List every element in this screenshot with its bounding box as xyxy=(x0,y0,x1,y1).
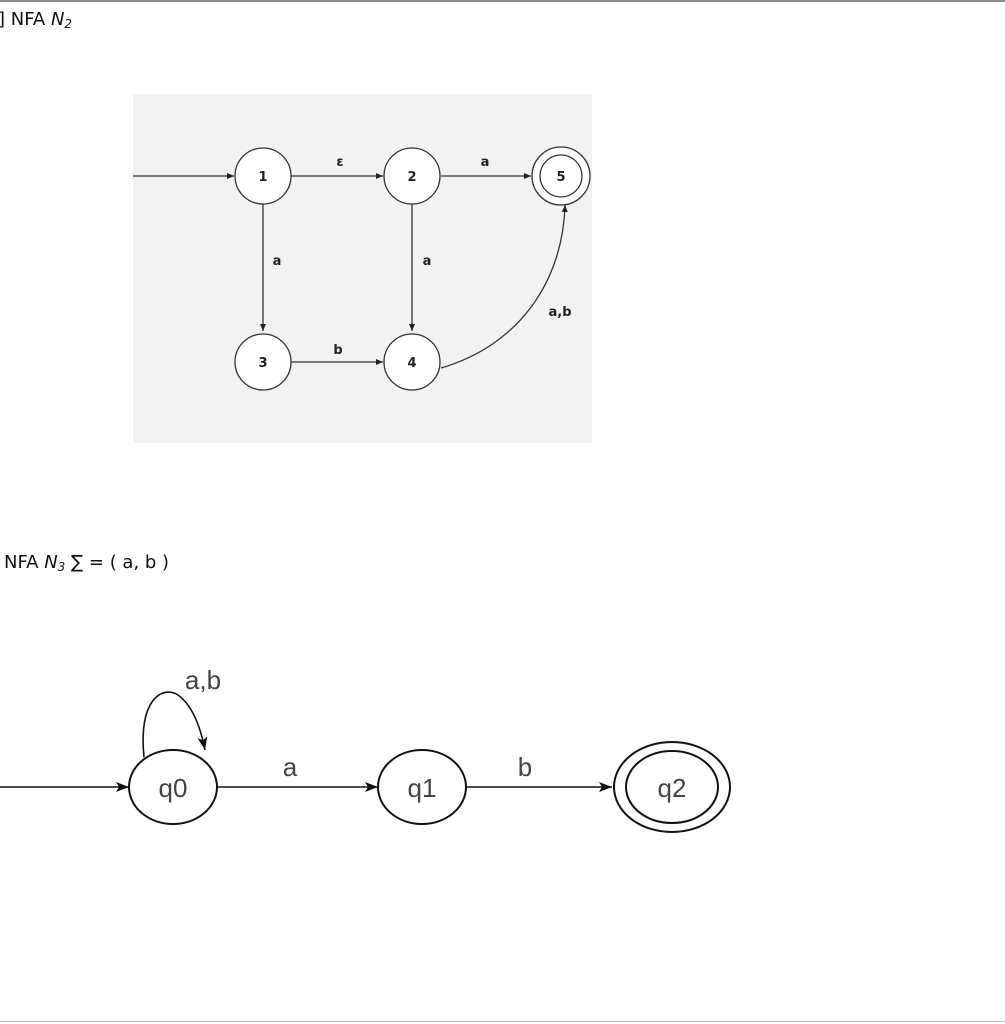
state-label: 1 xyxy=(258,170,267,185)
state-label: 4 xyxy=(407,356,416,371)
bottom-border xyxy=(0,1021,1005,1022)
nfa-n3-diagram xyxy=(0,691,612,792)
nfa-n3-states xyxy=(128,741,731,833)
nfa-n2-states xyxy=(234,146,591,391)
state-label: 3 xyxy=(258,356,267,371)
state-node xyxy=(128,749,218,825)
state-node xyxy=(377,749,467,825)
edge-label: a xyxy=(481,155,490,170)
heading-subscript: 3 xyxy=(57,560,66,574)
edge-label: a,b xyxy=(548,305,571,320)
state-node xyxy=(234,333,292,391)
nfa-n3-edge-labels: a,b a b xyxy=(185,665,532,782)
nfa-n2-diagram xyxy=(133,173,568,369)
heading-subscript: 2 xyxy=(64,17,73,31)
heading-prefix: ] NFA xyxy=(0,9,51,30)
heading-prefix: NFA xyxy=(4,552,45,573)
edge-label: a xyxy=(423,254,432,269)
edge-label: b xyxy=(333,343,342,358)
state-label: q0 xyxy=(159,773,188,803)
accept-state-inner xyxy=(625,750,719,824)
heading-letter: N xyxy=(44,552,58,573)
nfa-n3-state-labels: q0 q1 q2 xyxy=(159,773,687,803)
nfa-n2-edge-labels: ε a a a b a,b xyxy=(273,155,572,358)
heading-alphabet: ∑ = ( a, b ) xyxy=(65,552,170,573)
edge-label: a,b xyxy=(185,665,221,695)
state-label: q2 xyxy=(658,773,687,803)
state-label: 2 xyxy=(407,170,416,185)
accept-state-inner xyxy=(539,154,583,198)
edge-label: ε xyxy=(336,155,343,170)
edge-label: a xyxy=(273,254,282,269)
state-label: 5 xyxy=(556,170,565,185)
nfa-n2-heading: ] NFA N2 xyxy=(0,9,72,35)
edge-4-5 xyxy=(440,204,568,369)
edge-label: a xyxy=(283,752,298,782)
nfa-n2-state-labels: 1 2 3 4 5 xyxy=(258,170,565,371)
nfa-n2-diagram-panel xyxy=(133,94,592,443)
nfa-n3-heading: NFA N3 ∑ = ( a, b ) xyxy=(4,552,169,578)
state-node xyxy=(383,333,441,391)
state-node xyxy=(383,147,441,205)
state-label: q1 xyxy=(408,773,437,803)
heading-letter: N xyxy=(50,9,65,30)
edge-label: b xyxy=(518,752,532,782)
top-border xyxy=(0,0,1005,2)
edge-q0-q0-loop xyxy=(142,691,208,758)
state-node xyxy=(234,147,292,205)
